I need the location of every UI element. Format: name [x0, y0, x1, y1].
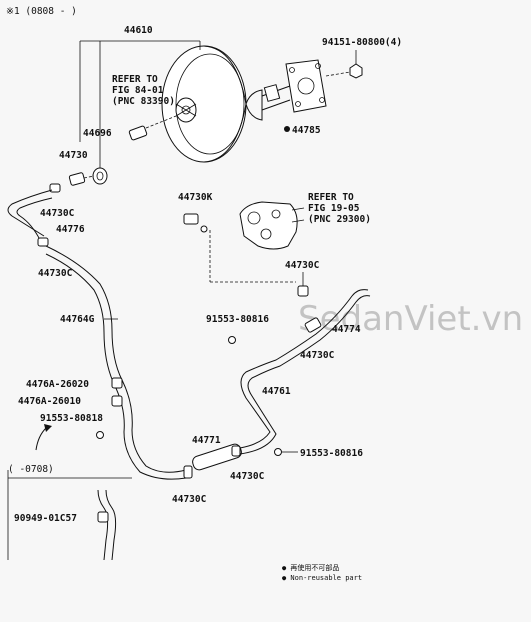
clamp-4476a-26020: [111, 377, 123, 389]
hose-44776-a: [7, 189, 53, 237]
refer-19-line2[interactable]: FIG 19-05: [308, 203, 360, 214]
callout-44610-lines: [79, 40, 201, 170]
clip-44730c-6: [183, 465, 193, 479]
refer-84-line2[interactable]: FIG 84-01: [112, 85, 164, 96]
label-4476a-26020[interactable]: 4476A-26020: [26, 379, 89, 390]
brake-booster-drawing: [161, 45, 291, 163]
label-44610[interactable]: 44610: [124, 25, 153, 36]
check-valve-drawing: [49, 167, 108, 193]
refer-84-line1[interactable]: REFER TO: [112, 74, 158, 85]
legend-line-en: ● Non-reusable part: [282, 574, 362, 582]
label-44696[interactable]: 44696: [83, 128, 112, 139]
label-90949-01c57[interactable]: 90949-01C57: [14, 513, 77, 524]
label-44730c-4[interactable]: 44730C: [300, 350, 335, 361]
bolt-91553-80818: [96, 431, 104, 439]
part-44730k: [183, 213, 199, 225]
label-44785[interactable]: 44785: [292, 125, 321, 136]
label-44764g[interactable]: 44764G: [60, 314, 95, 325]
label-44771[interactable]: 44771: [192, 435, 221, 446]
front-arrow: [35, 424, 52, 451]
clip-44730k: [200, 225, 208, 233]
legend-line-jp: ● 再使用不可部品: [282, 563, 339, 572]
header-note: ※1 (0808 - ): [6, 6, 77, 17]
label-44730c-3[interactable]: 44730C: [285, 260, 320, 271]
vacuum-sensor-drawing: [128, 115, 177, 141]
mounting-plate-drawing: [285, 59, 327, 113]
label-91553-80816-3[interactable]: 91553-80816: [300, 448, 363, 459]
hose-44776-b: [16, 197, 53, 241]
label-91553-80816-1[interactable]: 91553-80816: [206, 314, 269, 325]
clip-44730c-2: [37, 237, 49, 247]
part-44774: [304, 317, 322, 333]
label-44774[interactable]: 44774: [332, 324, 361, 335]
label-44730c-1[interactable]: 44730C: [40, 208, 75, 219]
bolt-91553-80816-1: [228, 336, 236, 344]
label-94151-80800[interactable]: 94151-80800(4): [322, 37, 402, 48]
variant-box-header: ( -0708): [8, 464, 54, 475]
refer-84-line3[interactable]: (PNC 83390): [112, 96, 175, 107]
label-44730c-5[interactable]: 44730C: [230, 471, 265, 482]
watermark: SedanViet.vn: [298, 299, 523, 339]
label-44730c-2[interactable]: 44730C: [38, 268, 73, 279]
bolt-91553-80816-3: [274, 448, 282, 456]
hose-44771-drawing: [192, 443, 242, 471]
label-44730[interactable]: 44730: [59, 150, 88, 161]
variant-box: [7, 470, 132, 561]
vacuum-pump-drawing: [239, 201, 305, 250]
clip-44730c-3: [297, 285, 309, 297]
non-reusable-marker: [284, 126, 290, 132]
pipe-44761-a: [239, 289, 369, 449]
label-44761[interactable]: 44761: [262, 386, 291, 397]
label-44776[interactable]: 44776: [56, 224, 85, 235]
refer-19-line1[interactable]: REFER TO: [308, 192, 354, 203]
clip-44730c-5: [231, 445, 241, 457]
label-44730c-6[interactable]: 44730C: [172, 494, 207, 505]
label-4476a-26010[interactable]: 4476A-26010: [18, 396, 81, 407]
refer-19-line3[interactable]: (PNC 29300): [308, 214, 371, 225]
label-91553-80818[interactable]: 91553-80818: [40, 413, 103, 424]
nut-drawing: [325, 50, 363, 79]
clamp-4476a-26010: [111, 395, 123, 407]
label-44730k[interactable]: 44730K: [178, 192, 213, 203]
pipe-44761-b: [239, 295, 371, 455]
